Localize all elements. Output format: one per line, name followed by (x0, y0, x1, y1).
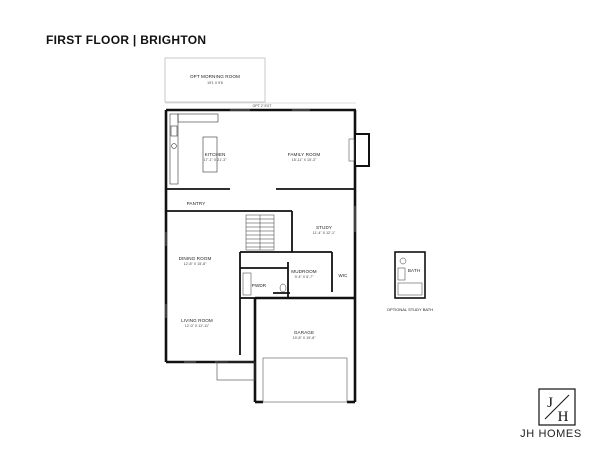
staircase (245, 214, 275, 251)
family-room-label: FAMILY ROOM (288, 152, 321, 157)
front-stoop (216, 361, 256, 381)
family-room-dims: 15'-11" X 15'-3" (292, 158, 317, 162)
wic-label: WIC (338, 273, 348, 278)
kitchen-dims: 17'-1" X 21'-3" (204, 158, 227, 162)
optional-bath-label: BATH (408, 268, 420, 273)
study-dims: 11'-4" X 12'-1" (313, 231, 336, 235)
pantry-label: PANTRY (187, 201, 206, 206)
garage-dims: 19'-8" X 19'-8" (293, 336, 316, 340)
brand-logo (538, 388, 576, 426)
garage-label: GARAGE (294, 330, 314, 335)
garage-door (262, 357, 348, 403)
living-room-label: LIVING ROOM (181, 318, 213, 323)
opt-ext-label: OPT 2' EXT (253, 104, 273, 108)
mudroom-label: MUDROOM (291, 269, 317, 274)
logo-letter-h: H (558, 409, 569, 425)
mudroom-dims: 9'-4" X 6'-7" (295, 275, 314, 279)
morning-room-outline (164, 57, 356, 104)
kitchen-counters (169, 113, 219, 185)
optional-bath-caption: OPTIONAL STUDY BATH (387, 307, 433, 312)
interior-walls (166, 188, 355, 355)
kitchen-label: KITCHEN (205, 152, 226, 157)
page-title: FIRST FLOOR | BRIGHTON (46, 33, 207, 47)
morning-room-dims: 19'1 X 9'6 (207, 81, 223, 85)
living-room-dims: 12'-0" X 12'-11" (185, 324, 210, 328)
powder-fixtures (242, 272, 287, 296)
study-label: STUDY (316, 225, 332, 230)
fireplace (354, 133, 370, 167)
optional-bath-inset (394, 251, 426, 299)
brand-name: JH HOMES (520, 428, 582, 440)
dining-room-dims: 12'-8" X 15'-8" (184, 262, 207, 266)
pwdr-label: PWDR (252, 283, 267, 288)
logo-letter-j: J (547, 395, 553, 411)
dining-room-label: DINING ROOM (179, 256, 212, 261)
morning-room-label: OPT MORNING ROOM (190, 74, 240, 79)
